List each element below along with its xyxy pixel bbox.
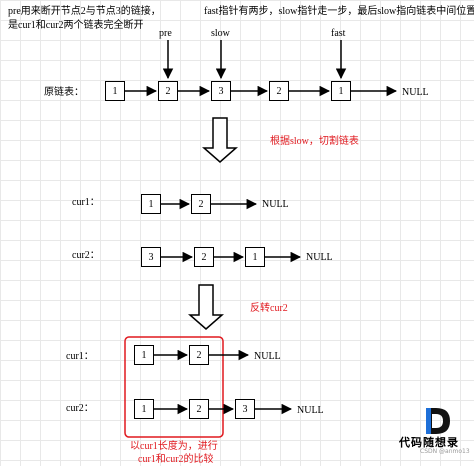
- compare-note-line2: cur1和cur2的比较: [138, 454, 214, 465]
- watermark: CSDN @anmo13: [420, 448, 470, 455]
- cur2-before-node-3: 1: [245, 247, 265, 267]
- original-node-5: 1: [331, 81, 351, 101]
- original-node-2: 2: [158, 81, 178, 101]
- cur2-after-node-3: 3: [235, 399, 255, 419]
- cur1-label-after: cur1：: [66, 351, 94, 362]
- cur2-before-null: NULL: [306, 252, 333, 263]
- cur1-label-before: cur1：: [72, 197, 100, 208]
- compare-note-line1: 以cur1长度为，进行: [130, 441, 218, 452]
- logo-d-mark: [426, 408, 450, 434]
- cur1-after-null: NULL: [254, 351, 281, 362]
- original-node-4: 2: [269, 81, 289, 101]
- fast-slow-note: fast指针有两步，slow指针走一步，最后slow指向链表中间位置: [204, 6, 474, 17]
- cur2-label-before: cur2：: [72, 250, 100, 261]
- cur1-after-node-1: 1: [134, 345, 154, 365]
- split-down-arrow: [202, 117, 238, 163]
- cur2-before-node-1: 3: [141, 247, 161, 267]
- cur2-before-node-2: 2: [194, 247, 214, 267]
- pointer-pre-label: pre: [159, 28, 172, 39]
- step-reverse-label: 反转cur2: [250, 303, 288, 314]
- cur2-after-node-1: 1: [134, 399, 154, 419]
- cur2-label-after: cur2：: [66, 403, 94, 414]
- cur1-before-node-1: 1: [141, 194, 161, 214]
- original-list-label: 原链表：: [44, 87, 84, 98]
- comparison-highlight-box: [124, 336, 224, 438]
- pointer-slow-label: slow: [211, 28, 230, 39]
- pre-note-line1: pre用来断开节点2与节点3的链接，: [8, 6, 161, 17]
- original-node-1: 1: [105, 81, 125, 101]
- cur2-after-null: NULL: [297, 405, 324, 416]
- step-split-label: 根据slow，切割链表: [270, 136, 359, 147]
- cur2-after-node-2: 2: [189, 399, 209, 419]
- cur1-after-node-2: 2: [189, 345, 209, 365]
- logo-name: 代码随想录: [399, 436, 459, 449]
- pre-note-line2: 是cur1和cur2两个链表完全断开: [8, 20, 144, 31]
- pointer-fast-label: fast: [331, 28, 346, 39]
- reverse-down-arrow: [188, 284, 224, 330]
- cur1-before-null: NULL: [262, 199, 289, 210]
- original-null: NULL: [402, 87, 429, 98]
- original-node-3: 3: [211, 81, 231, 101]
- cur1-before-node-2: 2: [191, 194, 211, 214]
